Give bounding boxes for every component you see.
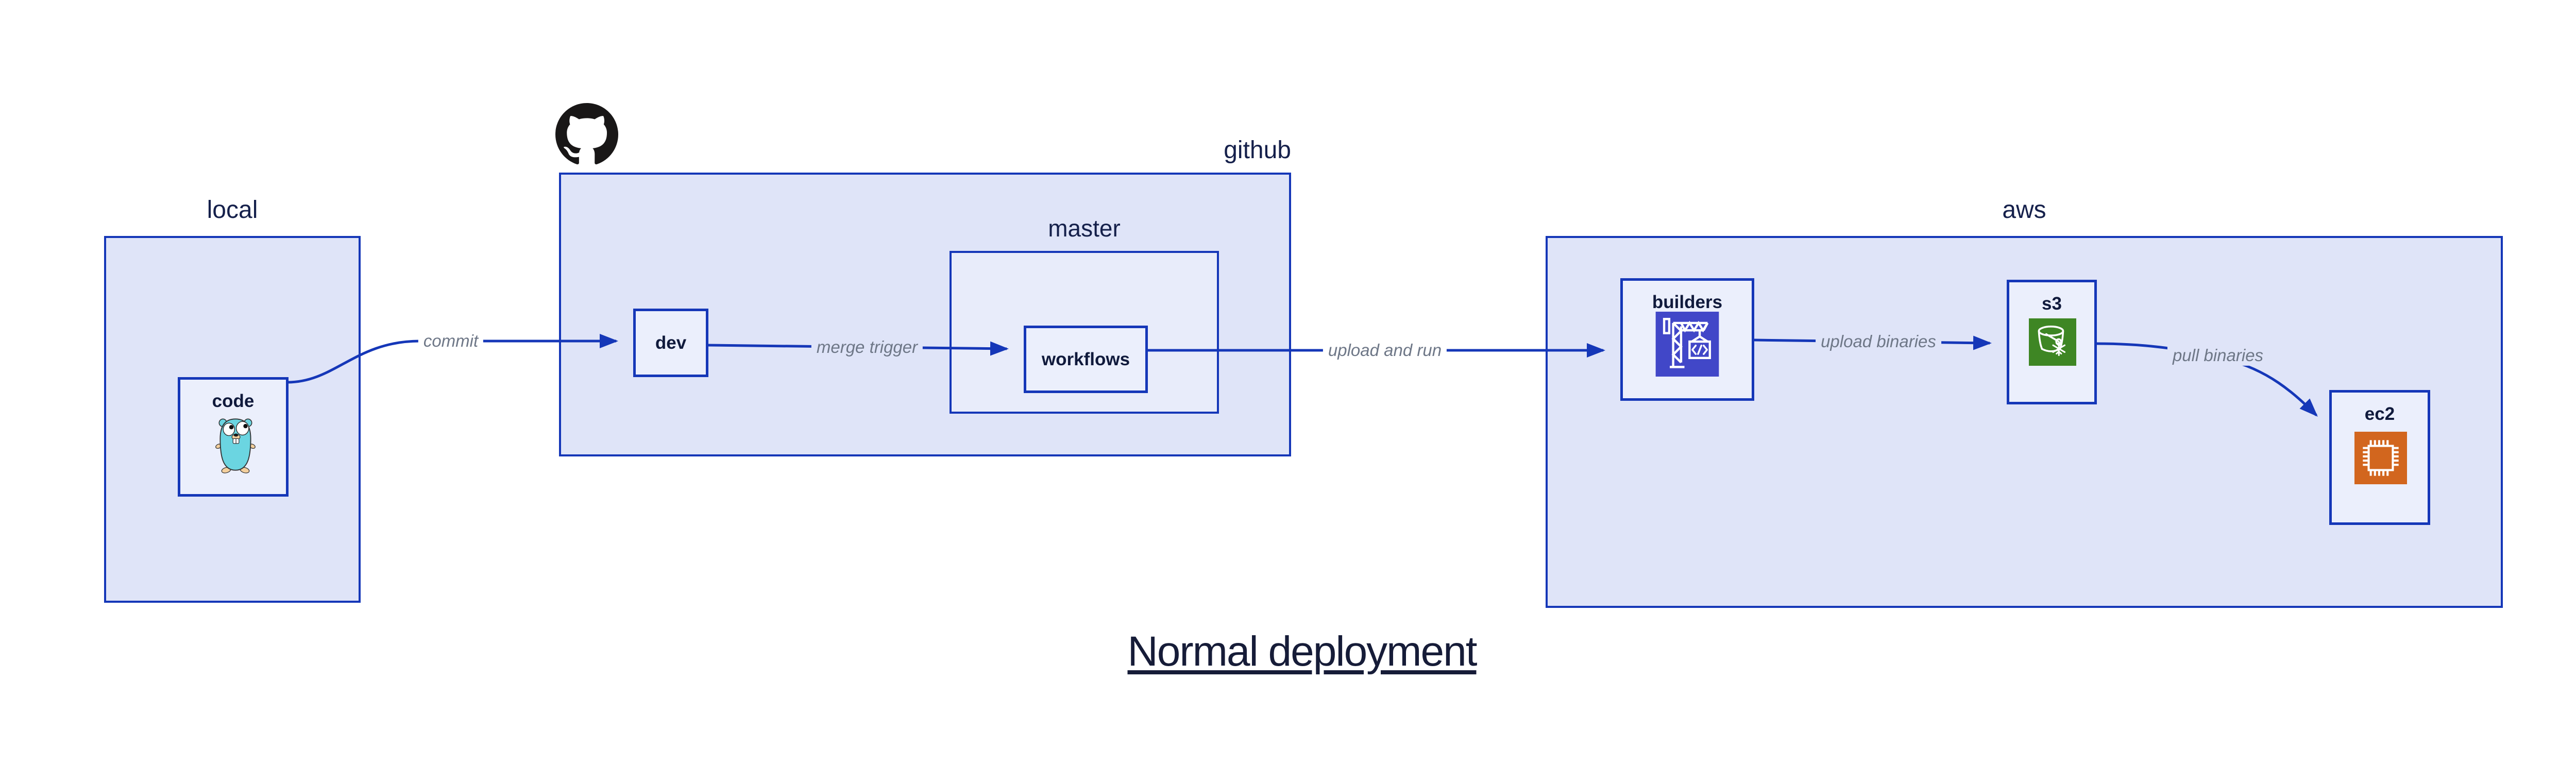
ec2-node: ec2 [2329, 390, 2430, 525]
s3-node-label: s3 [2042, 294, 2062, 314]
dev-node-label: dev [655, 333, 687, 353]
edge-label-commit: commit [418, 330, 484, 352]
builders-node: builders [1620, 278, 1754, 401]
edge-label-merge-trigger: merge trigger [811, 336, 923, 358]
edge-label-upload-binaries: upload binaries [1816, 331, 1941, 352]
aws-codebuild-icon [1655, 312, 1719, 377]
diagram-title: Normal deployment [1127, 628, 1478, 675]
github-octocat-icon [555, 103, 618, 164]
ec2-node-label: ec2 [2364, 404, 2395, 424]
workflows-node: workflows [1024, 326, 1148, 393]
master-label: master [1048, 215, 1121, 242]
aws-s3-icon [2029, 318, 2076, 366]
local-label: local [207, 196, 258, 224]
builders-node-label: builders [1652, 292, 1723, 312]
dev-node: dev [633, 309, 708, 377]
aws-label: aws [2002, 196, 2046, 224]
aws-ec2-icon [2354, 432, 2407, 484]
go-gopher-icon [215, 418, 256, 473]
workflows-node-label: workflows [1041, 349, 1130, 369]
s3-node: s3 [2007, 280, 2097, 404]
edge-label-pull-binaries: pull binaries [2167, 345, 2269, 366]
edge-label-upload-and-run: upload and run [1323, 339, 1447, 361]
github-label: github [1224, 137, 1291, 164]
code-node-label: code [212, 391, 255, 411]
code-node: code [178, 377, 289, 497]
